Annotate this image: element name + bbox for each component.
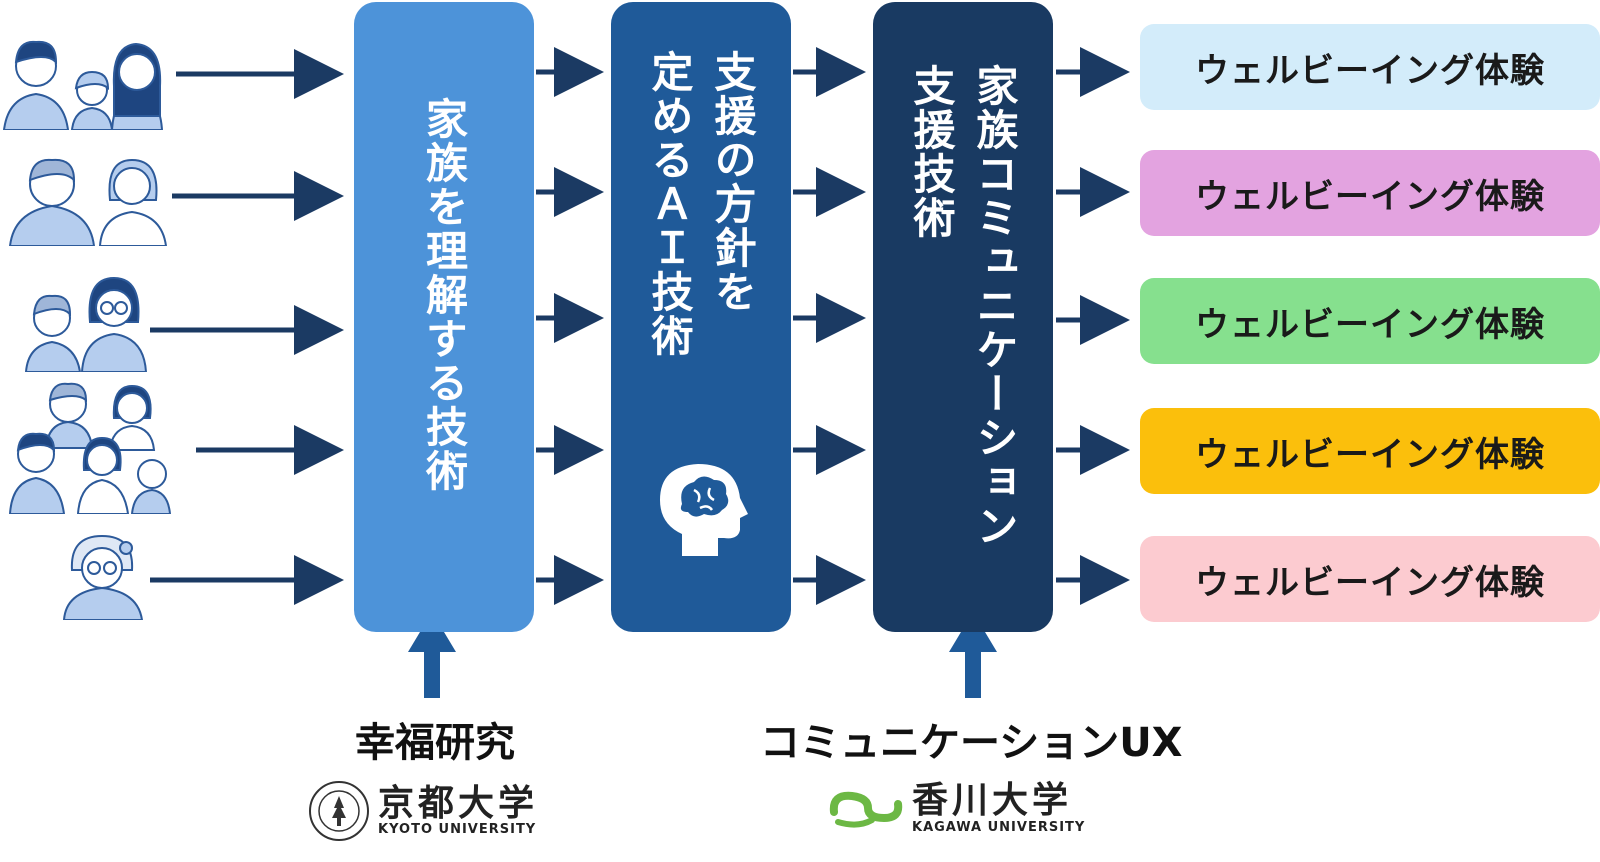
stage-understand-family: 家族を理解する技術 [354,2,534,632]
family-icon [24,276,148,372]
label-communication-ux: コミュニケーションUX [760,720,1183,766]
family-icon [8,158,168,246]
stage-understand-label: 家族を理解する技術 [419,97,469,493]
family-icon [8,382,172,514]
kyoto-university-name: 京都大学 [378,781,539,824]
kagawa-university-logo: 香川大学 KAGAWA UNIVERSITY [828,782,1085,835]
wellbeing-box-5: ウェルビーイング体験 [1140,536,1600,622]
kyoto-university-en: KYOTO UNIVERSITY [378,822,537,838]
kagawa-university-name: 香川大学 [912,780,1073,821]
up-arrow-ux [949,612,997,698]
kyoto-university-logo: 京都大学 KYOTO UNIVERSITY [308,780,538,842]
wellbeing-box-1: ウェルビーイング体験 [1140,24,1600,110]
stage-family-communication: 家族コミュニケーション 支援技術 [873,2,1053,632]
up-arrow-happiness [408,612,456,698]
wellbeing-box-2: ウェルビーイング体験 [1140,150,1600,236]
brain-head-icon [660,464,748,556]
family-icon [2,40,164,130]
stage-ai-policy: 支援の方針を 定めるＡＩ技術 [611,2,791,632]
kyoto-seal-icon [309,781,369,841]
kagawa-logo-icon [829,792,903,828]
stage-ai-label: 支援の方針を 定めるＡＩ技術 [645,50,757,358]
wellbeing-box-3: ウェルビーイング体験 [1140,278,1600,364]
wellbeing-box-4: ウェルビーイング体験 [1140,408,1600,494]
label-happiness-research: 幸福研究 [355,720,515,766]
kagawa-university-en: KAGAWA UNIVERSITY [912,819,1086,835]
family-icon [62,534,144,620]
stage-comm-label: 家族コミュニケーション 支援技術 [907,64,1019,548]
